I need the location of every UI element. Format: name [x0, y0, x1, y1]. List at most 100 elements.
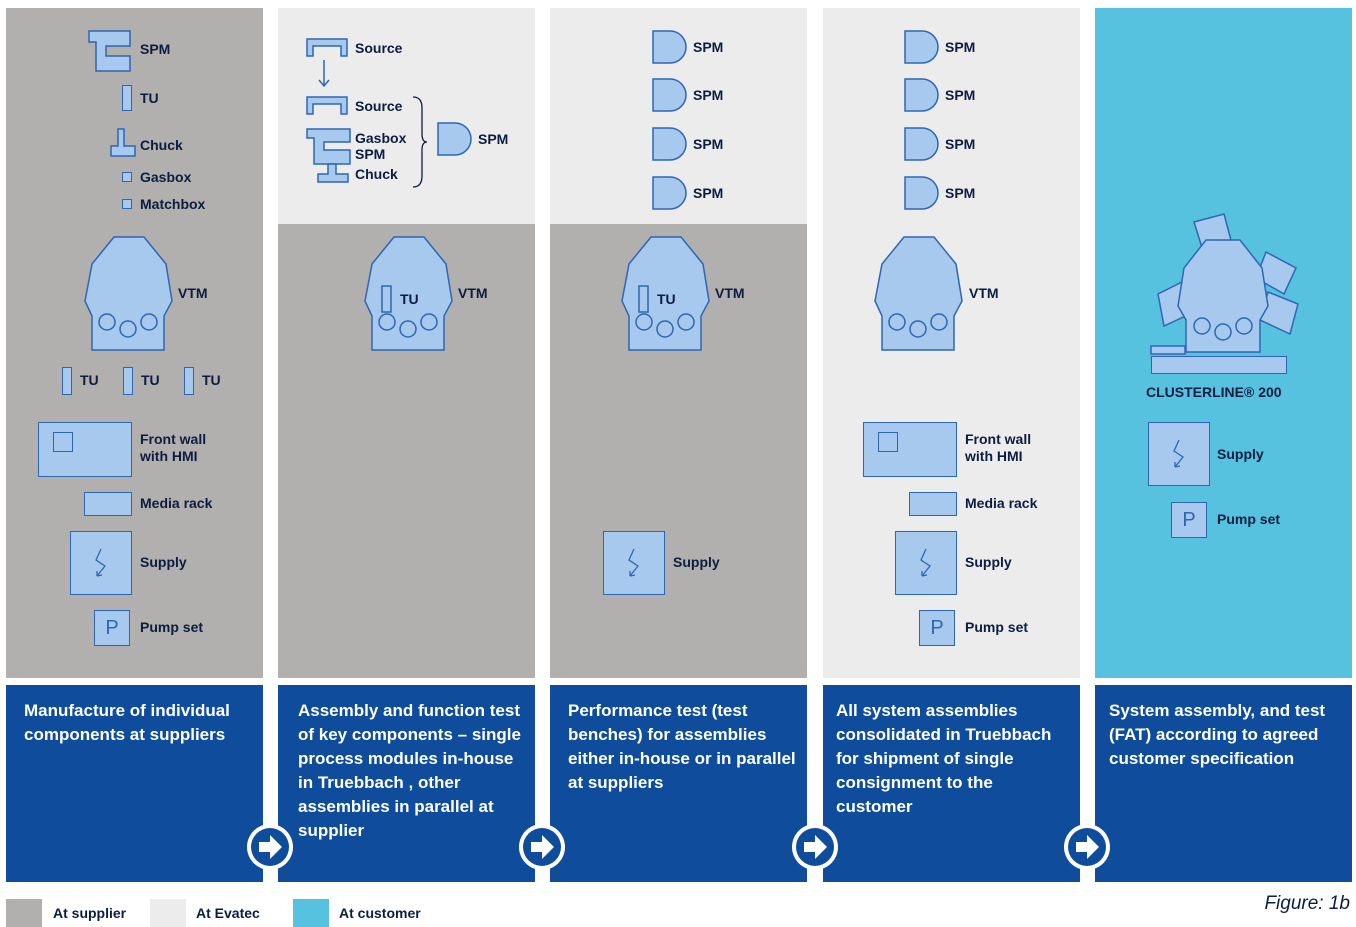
spm-label: SPM: [140, 41, 171, 57]
tu-label: TU: [400, 291, 419, 307]
pump-set-icon: P: [94, 610, 130, 646]
matchbox-label: Matchbox: [140, 196, 206, 212]
supply-icon: [70, 531, 132, 595]
gasbox-label: Gasbox: [355, 130, 407, 146]
legend-label-customer: At customer: [339, 905, 421, 921]
column-4-description: All system assemblies consolidated in Tr…: [836, 701, 1052, 816]
chuck-label: Chuck: [355, 166, 398, 182]
spm-icon: [88, 30, 131, 72]
assembled-stack-icon: [306, 128, 351, 183]
column-1-description: Manufacture of individual components at …: [24, 701, 230, 744]
column-3-description: Performance test (test benches) for asse…: [568, 701, 796, 792]
front-wall-label: Front wall with HMI: [140, 431, 207, 464]
supply-label: Supply: [140, 554, 187, 570]
supply-label: Supply: [1217, 446, 1264, 462]
next-step-arrow-icon: [247, 824, 293, 870]
spm-label: SPM: [355, 146, 386, 162]
front-wall-label: Front wall with HMI: [965, 431, 1032, 464]
front-wall-icon: [863, 422, 957, 477]
vtm-icon: [364, 236, 453, 351]
vtm-icon: [874, 236, 963, 351]
spm-label: SPM: [945, 39, 976, 55]
pump-set-label: Pump set: [965, 619, 1029, 635]
figure-caption: Figure: 1b: [1264, 893, 1350, 914]
clusterline-system-icon: [1150, 213, 1299, 355]
spm-label: SPM: [945, 136, 976, 152]
source-label: Source: [355, 98, 403, 114]
spm-label: SPM: [945, 185, 976, 201]
supply-label: Supply: [673, 554, 720, 570]
matchbox-icon: [122, 199, 132, 209]
column-4-description-box: All system assemblies consolidated in Tr…: [823, 685, 1080, 882]
column-5-description: System assembly, and test (FAT) accordin…: [1109, 701, 1326, 768]
supply-icon: [1148, 422, 1210, 486]
spm-icon: [652, 30, 687, 64]
media-rack-label: Media rack: [140, 495, 213, 511]
spm-label: SPM: [693, 136, 724, 152]
tu-icon: [184, 367, 194, 395]
spm-icon: [904, 127, 939, 161]
spm-icon: [904, 78, 939, 112]
tu-label: TU: [140, 90, 159, 106]
column-1-description-box: Manufacture of individual components at …: [6, 685, 263, 882]
source-icon: [306, 96, 348, 115]
tu-icon: [123, 367, 133, 395]
lightning-icon: [628, 548, 639, 577]
lightning-icon: [1173, 439, 1184, 468]
spm-icon: [437, 122, 472, 156]
tu-icon: [62, 367, 72, 395]
spm-icon: [652, 127, 687, 161]
clusterline-label: CLUSTERLINE® 200: [1146, 384, 1282, 400]
hmi-screen-icon: [878, 432, 898, 452]
source-label: Source: [355, 40, 403, 56]
legend-swatch-customer: [293, 899, 329, 927]
supply-label: Supply: [965, 554, 1012, 570]
legend-swatch-supplier: [6, 899, 42, 927]
supply-icon: [603, 531, 665, 595]
gasbox-label: Gasbox: [140, 169, 192, 185]
next-step-arrow-icon: [792, 824, 838, 870]
spm-label: SPM: [693, 87, 724, 103]
media-rack-icon: [909, 492, 957, 516]
base-plate-icon: [1151, 356, 1287, 374]
spm-label: SPM: [945, 87, 976, 103]
next-step-arrow-icon: [519, 824, 565, 870]
tu-label: TU: [202, 372, 221, 388]
legend-swatch-evatec: [150, 899, 186, 927]
spm-label: SPM: [693, 185, 724, 201]
vtm-label: VTM: [178, 285, 208, 301]
vtm-icon: [621, 236, 710, 351]
down-arrow-icon: [318, 60, 330, 88]
media-rack-icon: [84, 492, 132, 516]
legend-label-supplier: At supplier: [53, 905, 127, 921]
chuck-icon: [110, 128, 136, 157]
pump-set-label: Pump set: [1217, 511, 1281, 527]
spm-icon: [904, 176, 939, 210]
gasbox-icon: [122, 172, 132, 182]
supply-icon: [895, 531, 957, 595]
tu-label: TU: [657, 291, 676, 307]
lightning-icon: [920, 548, 931, 577]
legend-label-evatec: At Evatec: [196, 905, 260, 921]
spm-label: SPM: [693, 39, 724, 55]
tu-icon: [122, 85, 132, 111]
column-2-description: Assembly and function test of key compon…: [298, 701, 521, 840]
vtm-label: VTM: [458, 285, 488, 301]
vtm-label: VTM: [969, 285, 999, 301]
spm-icon: [904, 30, 939, 64]
media-rack-label: Media rack: [965, 495, 1038, 511]
next-step-arrow-icon: [1064, 824, 1110, 870]
column-2-description-box: Assembly and function test of key compon…: [278, 685, 535, 882]
spm-icon: [652, 176, 687, 210]
bracket-icon: [412, 96, 428, 188]
hmi-screen-icon: [53, 432, 73, 452]
pump-set-label: Pump set: [140, 619, 204, 635]
tu-label: TU: [141, 372, 160, 388]
spm-icon: [652, 78, 687, 112]
column-5-description-box: System assembly, and test (FAT) accordin…: [1095, 685, 1352, 882]
source-icon: [306, 38, 348, 57]
vtm-label: VTM: [715, 285, 745, 301]
tu-label: TU: [80, 372, 99, 388]
column-3-description-box: Performance test (test benches) for asse…: [550, 685, 807, 882]
pump-set-icon: P: [919, 610, 955, 646]
